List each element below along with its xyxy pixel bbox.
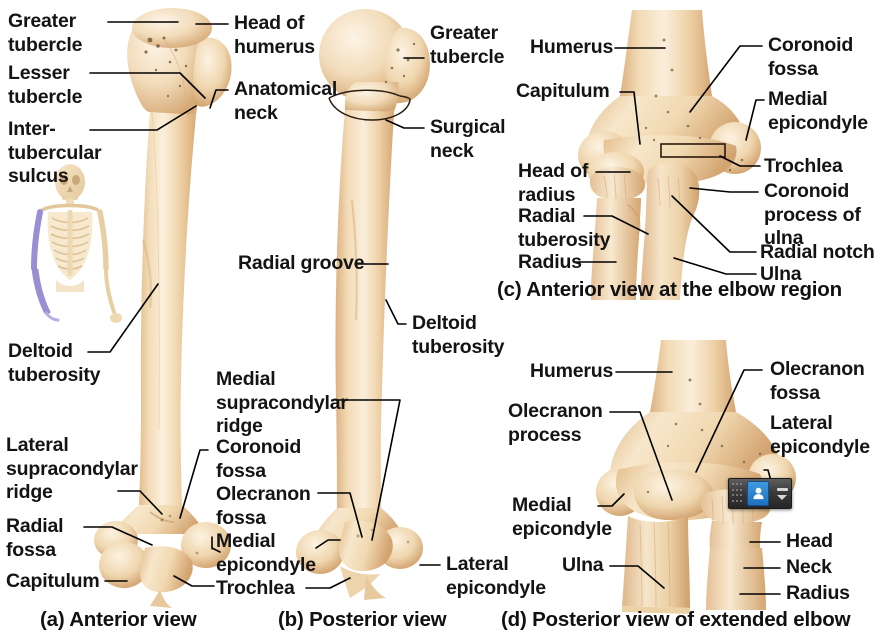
label-trochlea-b: Trochlea [216, 577, 295, 599]
drag-grip-icon[interactable] [732, 483, 744, 504]
label-capitulum-c: Capitulum [516, 80, 610, 102]
label-coronoid-fossa-c: Coronoid fossa [768, 34, 854, 80]
label-radial-tuberosity-c: Radial tuberosity [518, 205, 611, 251]
caption-panel-b: (b) Posterior view [278, 608, 447, 631]
toolbar-arrow-group[interactable] [775, 487, 789, 500]
label-head-d: Head [786, 530, 833, 552]
label-radial-fossa-a: Radial fossa [6, 515, 64, 561]
label-coronoid-process-ulna-c: Coronoid process of ulna [764, 180, 861, 249]
label-ulna-c: Ulna [760, 263, 802, 285]
label-olecranon-fossa-d: Olecranon fossa [770, 358, 865, 404]
label-anatomical-neck-a: Anatomical neck [234, 78, 338, 124]
label-medial-supracondylar-ridge-b: Medial supracondylar ridge [216, 368, 348, 437]
label-trochlea-c: Trochlea [764, 155, 843, 177]
label-deltoid-tuberosity-b: Deltoid tuberosity [412, 312, 505, 358]
label-lateral-epicondyle-d: Lateral epicondyle [770, 412, 870, 458]
label-lesser-tubercle-a: Lesser tubercle [8, 62, 83, 108]
trochlea-highlight-box [660, 143, 726, 158]
label-radius-d: Radius [786, 582, 850, 604]
label-surgical-neck-b: Surgical neck [430, 116, 506, 162]
label-humerus-c: Humerus [530, 36, 614, 58]
label-radial-notch-c: Radial notch [760, 241, 875, 263]
label-humerus-d: Humerus [530, 360, 614, 382]
floating-toolbar[interactable] [728, 478, 792, 509]
minimize-icon[interactable] [776, 487, 788, 491]
caption-panel-c: (c) Anterior view at the elbow region [497, 278, 842, 301]
label-capitulum-a: Capitulum [6, 570, 100, 592]
label-neck-d: Neck [786, 556, 832, 578]
label-greater-tubercle-b: Greater tubercle [430, 22, 505, 68]
label-lateral-supracondylar-ridge: Lateral supracondylar ridge [6, 434, 138, 503]
label-medial-epicondyle-c: Medial epicondyle [768, 88, 868, 134]
caption-panel-a: (a) Anterior view [40, 608, 197, 631]
label-head-of-humerus-a: Head of humerus [234, 12, 315, 58]
label-greater-tubercle-a: Greater tubercle [8, 10, 83, 56]
label-lateral-epicondyle-b: Lateral epicondyle [446, 553, 546, 599]
label-coronoid-fossa-b: Coronoid fossa [216, 436, 302, 482]
caption-panel-d: (d) Posterior view of extended elbow [501, 608, 851, 631]
label-intertubercular-sulcus-a: Inter- tubercular sulcus [8, 118, 102, 187]
panel-a-humerus-anterior [94, 8, 232, 608]
label-medial-epicondyle-b: Medial epicondyle [216, 530, 316, 576]
label-medial-epicondyle-d: Medial epicondyle [512, 494, 612, 540]
label-radial-groove-b: Radial groove [238, 252, 365, 274]
leader-lines [83, 21, 781, 595]
label-head-of-radius-c: Head of radius [518, 160, 589, 206]
chevron-down-icon[interactable] [777, 494, 788, 500]
label-deltoid-tuberosity-a: Deltoid tuberosity [8, 340, 101, 386]
panel-d-elbow-posterior [596, 340, 796, 614]
label-radius-c: Radius [518, 251, 582, 273]
label-olecranon-process-d: Olecranon process [508, 400, 603, 446]
label-ulna-d: Ulna [562, 554, 604, 576]
label-olecranon-fossa-b: Olecranon fossa [216, 483, 311, 529]
user-avatar-icon[interactable] [746, 481, 770, 506]
